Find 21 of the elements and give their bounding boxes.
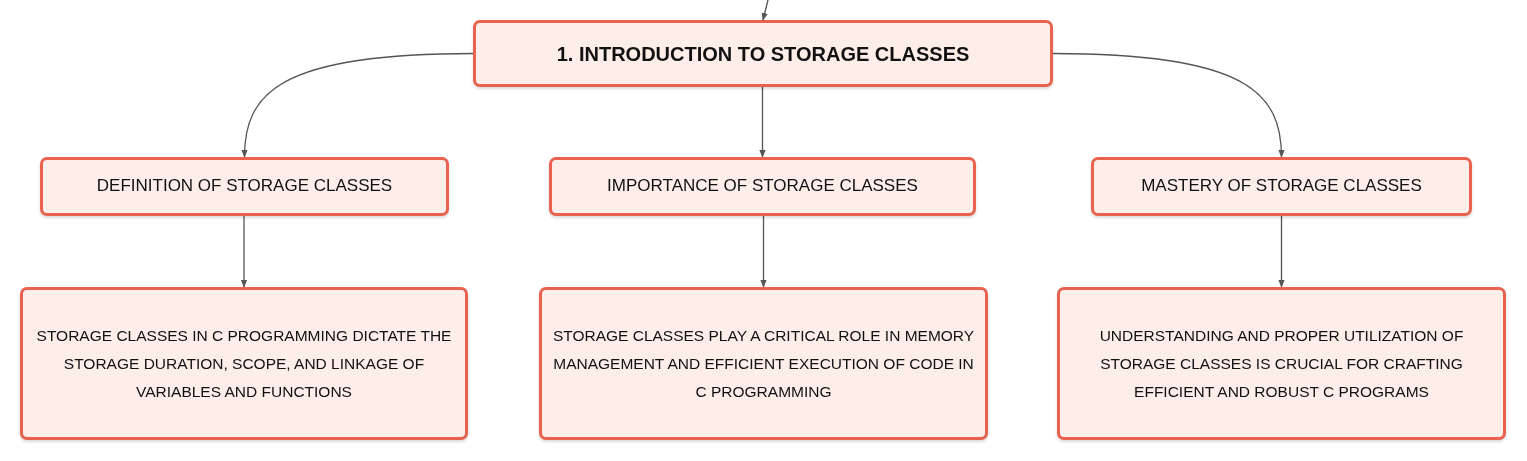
heading-text: 1. INTRODUCTION TO STORAGE CLASSES: [556, 41, 970, 66]
detail-box: [1057, 287, 1506, 440]
detail-box: [20, 287, 468, 440]
connector-arrow: [1052, 52, 1285, 158]
detail-box: [539, 287, 988, 440]
subtopic-box: [40, 157, 449, 216]
subtopic-box: [549, 157, 976, 216]
connector-arrow: [240, 215, 248, 288]
heading-text: IMPORTANCE OF STORAGE CLASSES: [607, 176, 918, 197]
heading-text: MASTERY OF STORAGE CLASSES: [1141, 176, 1422, 197]
description-text: STORAGE CLASSES IN C PROGRAMMING DICTATE THE STORAGE DURATION, SCOPE, AND LINKAGE OF VARIABLES AND FUNCTIONS: [35, 325, 453, 402]
connector-arrow: [759, 86, 766, 158]
connector-arrow: [241, 52, 474, 158]
subtopic-box: [1091, 157, 1472, 216]
connector-arrow: [761, 0, 769, 21]
connector-arrow: [1278, 215, 1285, 288]
description-text: STORAGE CLASSES PLAY A CRITICAL ROLE IN MEMORY MANAGEMENT AND EFFICIENT EXECUTION OF CODE IN C PROGRAMMING: [552, 325, 975, 402]
topic-box: [473, 20, 1053, 87]
connector-arrow: [760, 215, 767, 288]
heading-text: DEFINITION OF STORAGE CLASSES: [96, 176, 393, 197]
description-text: UNDERSTANDING AND PROPER UTILIZATION OF STORAGE CLASSES IS CRUCIAL FOR CRAFTING EFFICIENT AND ROBUST C PROGRAMS: [1098, 325, 1465, 402]
